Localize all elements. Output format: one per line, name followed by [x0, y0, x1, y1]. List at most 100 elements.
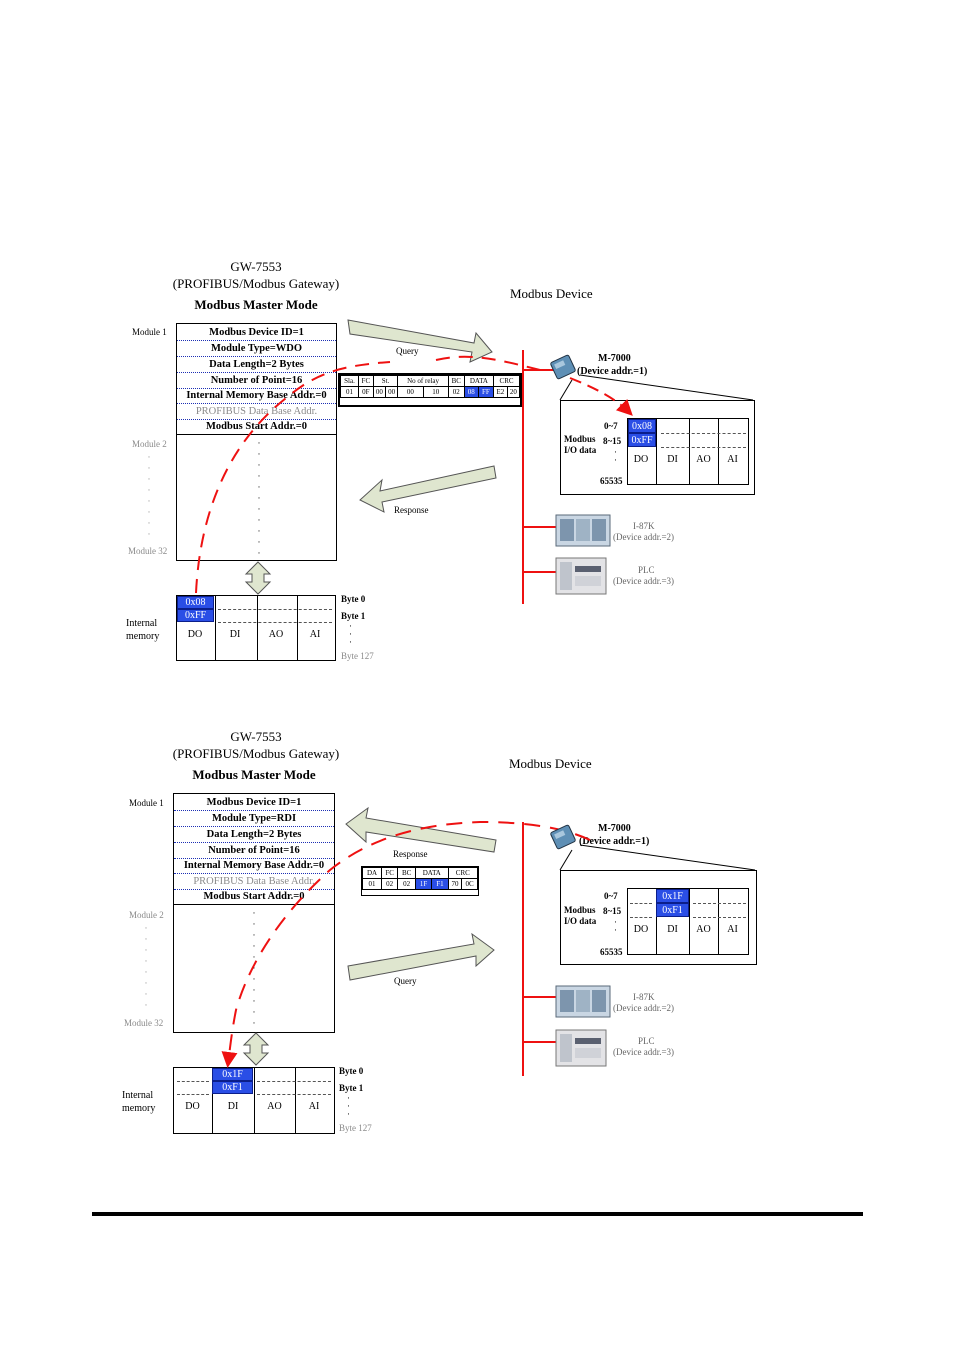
byte-0-label: Byte 0 — [341, 594, 366, 604]
config-row-points: Number of Point=16 — [177, 373, 336, 389]
i87k-device-icon — [555, 985, 611, 1018]
config-row-device-id: Modbus Device ID=1 — [174, 795, 334, 811]
mem-col-ai: AI — [308, 1101, 320, 1112]
query-arrow — [347, 319, 493, 363]
plc-name: PLC — [638, 565, 655, 575]
response-label: Response — [394, 505, 429, 515]
config-row-device-id: Modbus Device ID=1 — [177, 325, 336, 341]
byte-127-label: Byte 127 — [341, 651, 374, 661]
byte-127-label: Byte 127 — [339, 1123, 372, 1133]
frame-value: 02 — [380, 878, 399, 890]
io-col-ao: AO — [696, 454, 711, 465]
config-row-mem-base: Internal Memory Base Addr.=0 — [174, 858, 334, 874]
response-label: Response — [393, 849, 428, 859]
footer-rule — [92, 1212, 863, 1216]
module-dots: ········ — [147, 452, 151, 539]
frame-value: 02 — [397, 878, 416, 890]
io-range-2: 65535 — [600, 476, 623, 486]
gateway-subtitle: (PROFIBUS/Modbus Gateway) — [172, 276, 340, 291]
io-value-0: 0x08 — [628, 419, 656, 433]
frame-value: 01 — [362, 878, 382, 890]
io-col-ai: AI — [727, 924, 738, 935]
plc-device-icon — [555, 1029, 607, 1067]
mode-title: Modbus Master Mode — [192, 767, 316, 782]
mem-dash-row — [257, 1094, 331, 1095]
io-col-do: DO — [633, 454, 649, 465]
config-row-module-type: Module Type=RDI — [174, 811, 334, 827]
config-row-points: Number of Point=16 — [174, 843, 334, 859]
module2-label: Module 2 — [129, 910, 164, 920]
frame-value: 08 — [463, 386, 479, 398]
config-row-profibus-base: PROFIBUS Data Base Addr. — [174, 874, 334, 890]
mem-dash-row — [218, 609, 332, 610]
plc-name: PLC — [638, 1036, 655, 1046]
mem-value-0: 0x08 — [177, 596, 214, 609]
config-row-module-type: Module Type=WDO — [177, 341, 336, 357]
io-value-1: 0xF1 — [656, 903, 689, 917]
io-dash-row — [661, 433, 746, 434]
io-dash-row — [630, 917, 652, 918]
modbus-bus — [522, 350, 524, 604]
mem-dash-row — [218, 622, 332, 623]
mem-col-ao: AO — [268, 629, 284, 640]
module32-label: Module 32 — [124, 1018, 164, 1028]
io-range-0: 0~7 — [604, 421, 618, 431]
data-flow-path — [221, 820, 591, 1068]
mem-col-ai: AI — [309, 629, 321, 640]
frame-value: 10 — [422, 386, 449, 398]
frame-value: 20 — [506, 386, 521, 398]
mem-dash-row — [257, 1081, 331, 1082]
mem-col-ao: AO — [267, 1101, 282, 1112]
config-row-data-length: Data Length=2 Bytes — [177, 357, 336, 373]
mem-value-1: 0xF1 — [212, 1081, 253, 1094]
plc-device-icon — [555, 557, 607, 595]
io-col-di: DI — [667, 454, 678, 465]
gateway-subtitle: (PROFIBUS/Modbus Gateway) — [172, 746, 340, 761]
mem-col-di: DI — [227, 1101, 239, 1112]
device-header: Modbus Device — [509, 756, 592, 771]
response-arrow — [359, 465, 497, 513]
byte-1-label: Byte 1 — [339, 1083, 364, 1093]
query-frame: Sla. FC St. No of relay BC DATA CRC 01 0… — [338, 373, 522, 407]
config-row-start-addr: Modbus Start Addr.=0 — [177, 419, 336, 435]
io-range-1: 8~15 — [603, 436, 622, 446]
io-col-do: DO — [633, 924, 649, 935]
io-value-0: 0x1F — [656, 889, 689, 903]
frame-value: 0C — [461, 878, 478, 890]
frame-value: FF — [477, 386, 495, 398]
mem-col-do: DO — [185, 1101, 200, 1112]
m7000-device-icon — [550, 354, 576, 380]
mem-value-0: 0x1F — [212, 1068, 253, 1081]
memory-label: Internal memory — [122, 1090, 156, 1114]
module2-label: Module 2 — [132, 439, 167, 449]
up-down-arrow — [242, 1032, 270, 1066]
mem-dash-row — [177, 1094, 209, 1095]
config-row-profibus-base: PROFIBUS Data Base Addr. — [177, 404, 336, 420]
query-arrow — [347, 932, 495, 981]
io-dash-row — [630, 903, 652, 904]
io-dash-row — [693, 917, 746, 918]
i87k-addr: (Device addr.=2) — [613, 532, 675, 542]
io-col-ai: AI — [727, 454, 738, 465]
io-range-dots: ·· — [614, 447, 617, 465]
io-label: Modbus I/O data — [564, 905, 597, 926]
byte-1-label: Byte 1 — [341, 611, 366, 621]
frame-value: 00 — [372, 386, 386, 398]
data-flow-path — [195, 361, 391, 594]
mem-col-di: DI — [229, 629, 241, 640]
module-config-table: Modbus Device ID=1 Module Type=WDO Data … — [176, 323, 337, 561]
mem-col-do: DO — [187, 629, 203, 640]
mem-value-1: 0xFF — [177, 609, 214, 622]
i87k-addr: (Device addr.=2) — [613, 1003, 675, 1013]
memory-label: Internal memory — [126, 618, 160, 642]
response-arrow — [345, 806, 497, 853]
module-config-table: Modbus Device ID=1 Module Type=RDI Data … — [173, 793, 335, 1033]
module1-label: Module 1 — [132, 327, 167, 337]
device-name: M-7000 — [598, 823, 631, 834]
frame-value: F1 — [431, 878, 449, 890]
io-col-ao: AO — [696, 924, 711, 935]
module-dots: ········ — [144, 923, 148, 1010]
device-addr: (Device addr.=1) — [579, 836, 650, 847]
io-dash-row — [693, 903, 746, 904]
